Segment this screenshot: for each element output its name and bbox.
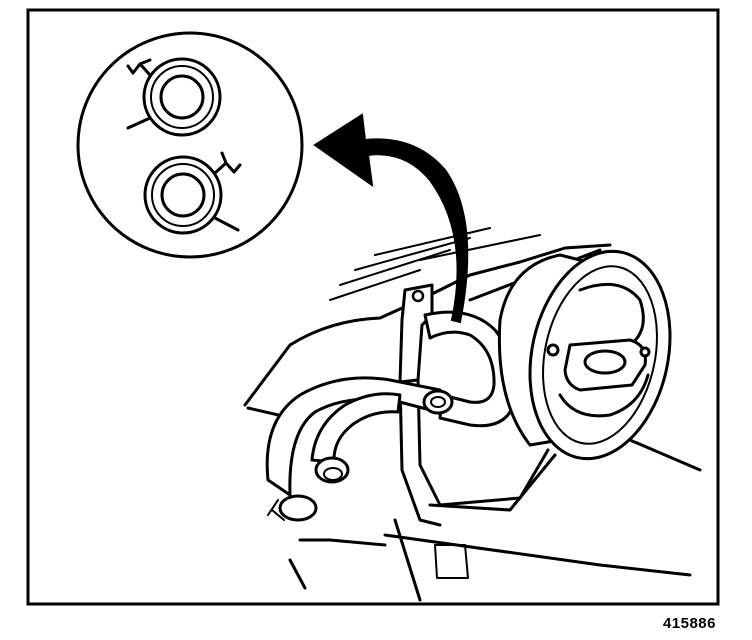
inset-clamp-fitting-top [126, 57, 222, 137]
heater-core-housing [497, 249, 672, 461]
inset-clamp-fitting-bottom [143, 151, 242, 235]
hose-clamp-left [267, 494, 318, 522]
detail-inset [76, 31, 304, 259]
heater-hose-lower [265, 376, 442, 497]
callout-arrow [313, 113, 469, 324]
hose-fitting-connector [314, 456, 350, 484]
figure-id-label: 415886 [662, 615, 716, 632]
detail-inset-circle [76, 31, 304, 259]
mounting-bracket [398, 283, 557, 527]
figure-frame [26, 8, 720, 606]
hose-clamp-center [422, 389, 454, 415]
engine-block [243, 227, 702, 602]
heater-core-port [583, 349, 627, 375]
bracket-bolt-hole [411, 289, 425, 303]
